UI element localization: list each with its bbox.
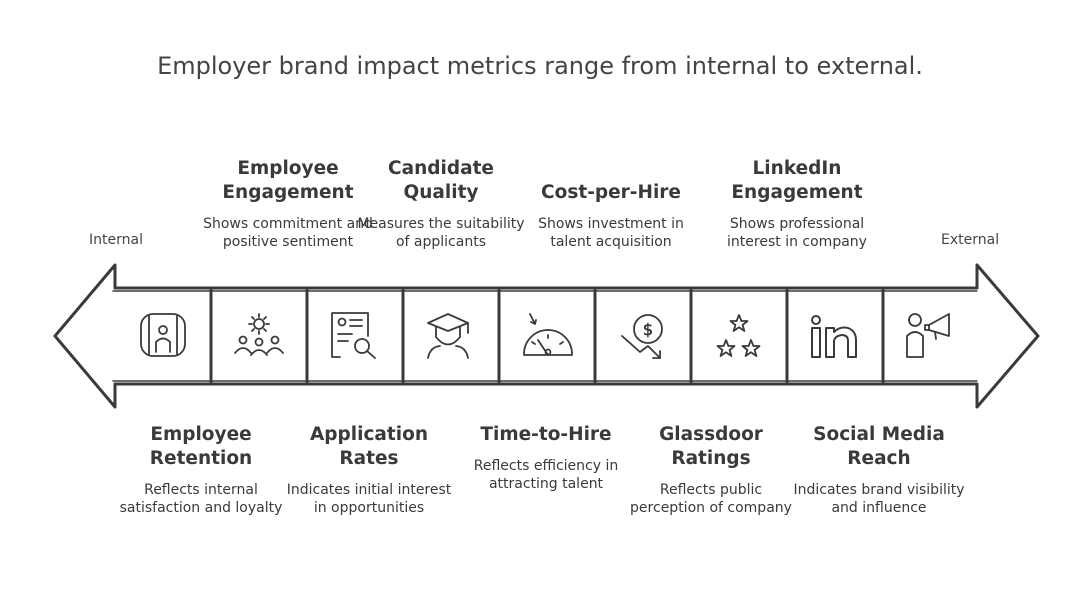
metric-cost-per-hire: Cost-per-Hire Shows investment in talent…	[521, 181, 701, 251]
metric-glassdoor-ratings: Glassdoor Ratings Reflects public percep…	[621, 423, 801, 517]
team-engagement-icon	[234, 313, 284, 356]
segment-dividers	[112, 288, 978, 384]
metric-title: Social Media Reach	[813, 424, 945, 469]
page-title: Employer brand impact metrics range from…	[157, 52, 923, 80]
metric-social-media-reach: Social Media Reach Indicates brand visib…	[789, 423, 969, 517]
metric-title: LinkedIn Engagement	[731, 158, 863, 203]
stars-rating-icon	[716, 314, 761, 357]
metric-linkedin-engagement: LinkedIn Engagement Shows professional i…	[707, 157, 887, 251]
metric-title: Cost-per-Hire	[541, 182, 681, 203]
arrow-outline	[53, 263, 1040, 409]
metric-candidate-quality: Candidate Quality Measures the suitabili…	[351, 157, 531, 251]
megaphone-person-icon	[906, 313, 950, 358]
metric-title: Employee Engagement	[222, 158, 354, 203]
metric-title: Employee Retention	[149, 424, 253, 469]
metric-employee-engagement: Employee Engagement Shows commitment and…	[198, 157, 378, 251]
metric-title: Time-to-Hire	[480, 424, 612, 445]
employee-retention-icon	[140, 313, 186, 357]
internal-label: Internal	[89, 232, 143, 248]
linkedin-icon	[811, 315, 857, 358]
metric-description: Shows investment in talent acquisition	[538, 216, 684, 250]
speedometer-icon	[523, 313, 573, 356]
metric-title: Glassdoor Ratings	[659, 424, 763, 469]
svg-text:$: $	[643, 320, 653, 339]
metric-description: Measures the suitability of applicants	[357, 216, 525, 250]
metric-description: Indicates initial interest in opportunit…	[286, 482, 452, 516]
dollar-decline-icon: $	[621, 314, 663, 359]
metric-employee-retention: Employee Retention Reflects internal sat…	[111, 423, 291, 517]
metric-title: Candidate Quality	[388, 158, 494, 203]
metric-description: Reflects efficiency in attracting talent	[473, 458, 619, 492]
metric-description: Indicates brand visibility and influence	[793, 482, 965, 516]
external-label: External	[941, 232, 1000, 248]
metric-time-to-hire: Time-to-Hire Reflects efficiency in attr…	[456, 423, 636, 493]
metric-description: Reflects internal satisfaction and loyal…	[119, 482, 283, 516]
application-search-icon	[331, 312, 376, 359]
metric-description: Shows professional interest in company	[727, 216, 867, 250]
metric-description: Shows commitment and positive sentiment	[203, 216, 373, 250]
metric-application-rates: Application Rates Indicates initial inte…	[279, 423, 459, 517]
metric-description: Reflects public perception of company	[630, 482, 792, 516]
metric-title: Application Rates	[309, 424, 428, 469]
graduate-icon	[427, 313, 469, 359]
